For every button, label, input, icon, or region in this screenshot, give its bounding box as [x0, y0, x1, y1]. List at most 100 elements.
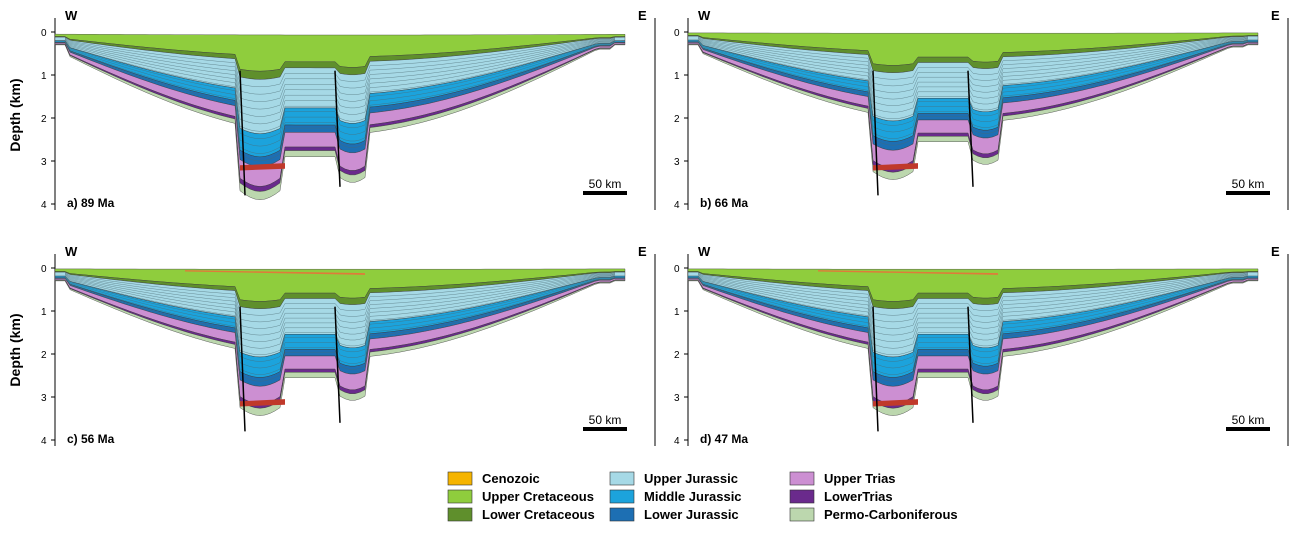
depth-tick-label: 2 — [674, 114, 680, 125]
bedding-line — [64, 273, 616, 329]
fault-line — [872, 306, 879, 432]
scale-label: 50 km — [589, 177, 622, 191]
depth-tick-label: 2 — [41, 114, 47, 125]
bedding-line — [64, 40, 616, 132]
bedding-line — [697, 274, 1249, 342]
depth-tick-label: 1 — [41, 71, 47, 82]
bedding-line — [64, 38, 616, 102]
scale-bar — [583, 427, 627, 431]
depth-tick-label: 0 — [674, 28, 680, 39]
bedding-line — [697, 36, 1249, 87]
bedding-line — [697, 39, 1249, 120]
cenozoic-sliver — [185, 270, 365, 275]
depth-tick-label: 2 — [41, 350, 47, 361]
cenozoic-sliver — [818, 270, 998, 275]
east-label: E — [1271, 244, 1280, 259]
bedding-line — [697, 38, 1249, 106]
legend-swatch — [609, 471, 635, 486]
bedding-line — [64, 272, 616, 323]
red-layer — [240, 163, 285, 171]
bedding-line — [697, 40, 1249, 126]
bedding-line — [64, 277, 616, 382]
scale-bar — [1226, 427, 1270, 431]
bedding-line — [697, 37, 1249, 93]
bedding-line — [697, 36, 1249, 80]
legend-swatch — [789, 489, 815, 504]
red-layer — [240, 399, 285, 407]
panel-label: a) 89 Ma — [67, 196, 115, 210]
bedding-line — [697, 272, 1249, 323]
fault-line — [239, 306, 246, 432]
bedding-line — [64, 276, 616, 369]
fault-line — [334, 306, 341, 423]
bedding-line — [697, 276, 1249, 369]
fault-line — [967, 70, 974, 187]
fault-line — [872, 70, 879, 196]
fault-line — [334, 70, 341, 187]
bedding-line — [64, 272, 616, 316]
east-label: E — [1271, 8, 1280, 23]
legend-label: Upper Cretaceous — [482, 489, 594, 504]
bedding-line — [697, 40, 1249, 133]
legend-label: Upper Trias — [824, 471, 896, 486]
bedding-line — [697, 272, 1249, 316]
legend-swatch — [789, 471, 815, 486]
depth-tick-label: 4 — [674, 436, 680, 447]
legend-label: Lower Cretaceous — [482, 507, 595, 522]
scale-label: 50 km — [1232, 177, 1265, 191]
bedding-line — [64, 37, 616, 95]
red-layer — [873, 399, 918, 407]
panel-label: c) 56 Ma — [67, 432, 115, 446]
legend-label: Permo-Carboniferous — [824, 507, 958, 522]
depth-tick-label: 0 — [41, 264, 47, 275]
depth-tick-label: 1 — [674, 71, 680, 82]
scale-label: 50 km — [589, 413, 622, 427]
bedding-line — [64, 274, 616, 342]
bedding-line — [64, 42, 616, 162]
depth-tick-label: 4 — [41, 200, 47, 211]
bedding-line — [697, 273, 1249, 329]
bedding-line — [64, 39, 616, 125]
depth-tick-label: 3 — [674, 393, 680, 404]
legend-swatch — [447, 489, 473, 504]
east-label: E — [638, 244, 647, 259]
legend-swatch — [447, 507, 473, 522]
legend-label: Middle Jurassic — [644, 489, 742, 504]
bedding-line — [697, 277, 1249, 375]
bedding-line — [64, 275, 616, 349]
legend-swatch — [609, 489, 635, 504]
bedding-line — [697, 276, 1249, 362]
bedding-line — [64, 38, 616, 110]
depth-tick-label: 3 — [674, 157, 680, 168]
bedding-line — [697, 39, 1249, 113]
bedding-line — [697, 38, 1249, 100]
scale-bar — [583, 191, 627, 195]
panel-label: b) 66 Ma — [700, 196, 748, 210]
bedding-line — [697, 275, 1249, 356]
legend-label: Lower Jurassic — [644, 507, 739, 522]
bedding-line — [697, 275, 1249, 349]
depth-tick-label: 1 — [41, 307, 47, 318]
scale-bar — [1226, 191, 1270, 195]
panel-label: d) 47 Ma — [700, 432, 748, 446]
fault-line — [239, 70, 246, 196]
legend-label: LowerTrias — [824, 489, 893, 504]
depth-tick-label: 2 — [674, 350, 680, 361]
bedding-line — [64, 41, 616, 154]
bedding-line — [64, 41, 616, 147]
west-label: W — [65, 8, 78, 23]
depth-tick-label: 0 — [674, 264, 680, 275]
depth-tick-label: 1 — [674, 307, 680, 318]
legend-swatch — [789, 507, 815, 522]
legend-label: Upper Jurassic — [644, 471, 738, 486]
west-label: W — [698, 244, 711, 259]
bedding-line — [697, 274, 1249, 336]
red-layer — [873, 163, 918, 171]
bedding-line — [64, 275, 616, 356]
bedding-line — [64, 276, 616, 362]
bedding-line — [64, 37, 616, 88]
legend-swatch — [447, 471, 473, 486]
